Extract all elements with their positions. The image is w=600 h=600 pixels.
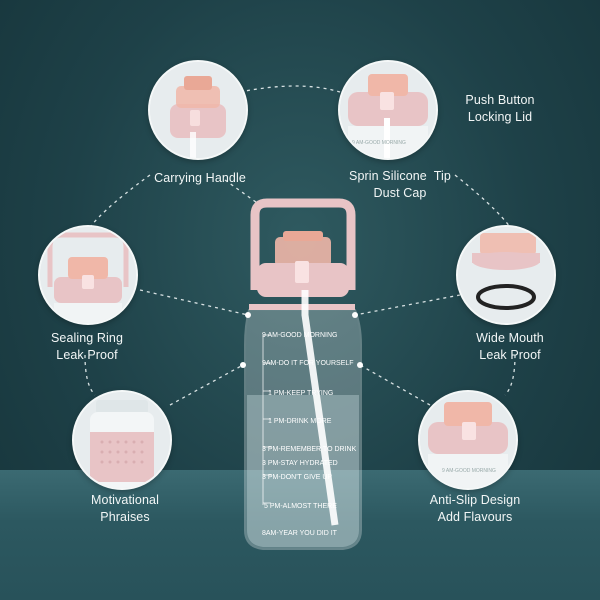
label-anti-slip: Anti-Slip Design Add Flavours xyxy=(410,492,540,526)
label-silicone-tip: Sprin Silicone Tip Dust Cap xyxy=(335,168,465,202)
sealing-ring-detail-image xyxy=(38,225,138,325)
push-button-detail-image: 9 AM-GOOD MORNING xyxy=(338,60,438,160)
bottle-marking-3: 1 PM-KEEP TRYING xyxy=(268,390,334,397)
bottle-marking-8: 5 PM-ALMOST THERE xyxy=(264,503,337,510)
label-antislip-line1: Anti-Slip Design xyxy=(429,493,521,507)
label-silicone-line1: Sprin Silicone Tip xyxy=(349,169,451,183)
label-sealing-line2: Leak Proof xyxy=(56,348,118,362)
label-push-button-line1: Push Button xyxy=(465,93,535,107)
anti-slip-detail-image: 9 AM-GOOD MORNING xyxy=(418,390,518,490)
bottle-marking-2: 9AM-DO IT FOR YOURSELF xyxy=(262,360,354,367)
bottle-marking-1: 9 AM-GOOD MORNING xyxy=(262,332,338,339)
water-bottle xyxy=(244,198,362,550)
wide-mouth-detail-image xyxy=(456,225,556,325)
bottle-marking-4: 1 PM-DRINK MORE xyxy=(268,418,332,425)
label-motivational: Motivational Phraises xyxy=(70,492,180,526)
bottle-marking-7: 3 PM-DON'T GIVE UP xyxy=(262,474,333,481)
bottle-markings: 9 AM-GOOD MORNING 9AM-DO IT FOR YOURSELF… xyxy=(262,0,362,600)
label-push-button-line2: Locking Lid xyxy=(467,110,533,124)
label-motivational-line1: Motivational xyxy=(91,493,159,507)
bottle-marking-5: 3 PM-REMEMBER TO DRINK xyxy=(262,446,357,453)
svg-text:9 AM-GOOD MORNING: 9 AM-GOOD MORNING xyxy=(352,140,406,146)
label-silicone-line2: Dust Cap xyxy=(373,186,427,200)
motivational-phrases-detail-image xyxy=(72,390,172,490)
svg-text:9 AM-GOOD MORNING: 9 AM-GOOD MORNING xyxy=(442,468,496,474)
label-sealing-line1: Sealing Ring xyxy=(50,331,124,345)
label-antislip-line2: Add Flavours xyxy=(437,510,513,524)
bottle-marking-6: 3 PM-STAY HYDRATED xyxy=(262,460,338,467)
label-wide-mouth-line1: Wide Mouth xyxy=(476,331,544,345)
bottle-marking-9: 8AM-YEAR YOU DID IT xyxy=(262,530,337,537)
label-wide-mouth: Wide Mouth Leak Proof xyxy=(455,330,565,364)
label-carrying-handle-text: Carrying Handle xyxy=(154,171,246,185)
label-sealing-ring: Sealing Ring Leak Proof xyxy=(32,330,142,364)
label-motivational-line2: Phraises xyxy=(100,510,150,524)
floor-surface xyxy=(0,470,600,600)
label-wide-mouth-line2: Leak Proof xyxy=(479,348,541,362)
carrying-handle-detail-image xyxy=(148,60,248,160)
label-carrying-handle: Carrying Handle xyxy=(140,170,260,187)
label-push-button: Push Button Locking Lid xyxy=(450,92,550,126)
